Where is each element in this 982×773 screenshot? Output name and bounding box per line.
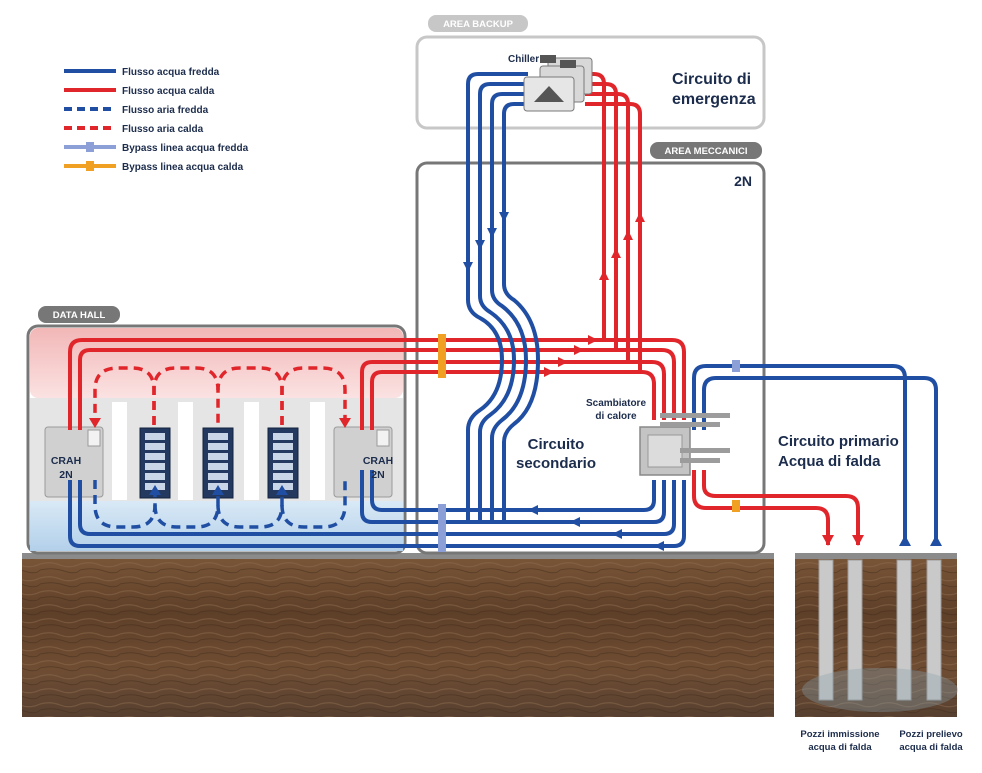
legend: Flusso acqua fredda Flusso acqua calda F… xyxy=(64,67,249,173)
legend-label-cold-air: Flusso aria fredda xyxy=(122,105,209,116)
primary-hot-arrows xyxy=(822,535,864,546)
heat-exchanger-label-line2: di calore xyxy=(595,411,637,422)
hot-water-riser-arrows xyxy=(599,212,645,280)
area-backup-label: AREA BACKUP xyxy=(443,19,514,30)
wells-extraction-label-line1: Pozzi prelievo xyxy=(899,729,963,740)
primary-circuit-label-line2: Acqua di falda xyxy=(778,453,881,470)
emergency-circuit-label-line2: emergenza xyxy=(672,91,756,108)
cold-water-pipes-secondary xyxy=(68,470,686,548)
wells-injection-label-line2: acqua di falda xyxy=(808,742,872,753)
primary-cold-arrows xyxy=(899,535,942,546)
crah-left-label-line2: 2N xyxy=(59,469,72,481)
wells-extraction-label-line2: acqua di falda xyxy=(899,742,963,753)
crah-right-label-line2: 2N xyxy=(371,469,384,481)
hot-water-arrows xyxy=(544,335,598,377)
hot-air-flow xyxy=(93,366,347,425)
heat-exchanger-label-line1: Scambiatore xyxy=(586,398,646,409)
chiller-unit xyxy=(523,55,593,112)
heat-exchanger xyxy=(639,413,730,476)
primary-cold-pipes xyxy=(692,364,938,545)
primary-circuit-label-line1: Circuito primario xyxy=(778,433,899,450)
legend-label-bypass-cold: Bypass linea acqua fredda xyxy=(122,143,249,154)
legend-label-cold-water: Flusso acqua fredda xyxy=(122,67,220,78)
crah-right-label-line1: CRAH xyxy=(363,455,393,467)
wells-injection-label-line1: Pozzi immissione xyxy=(800,729,879,740)
secondary-circuit-label-line1: Circuito xyxy=(528,436,585,453)
hot-air-arrows xyxy=(89,418,351,428)
wells xyxy=(802,559,958,712)
hot-water-pipes-chiller xyxy=(585,72,642,372)
crah-left-label-line1: CRAH xyxy=(51,455,81,467)
cold-water-pipes-chiller xyxy=(466,72,541,522)
chiller-label: Chiller xyxy=(508,54,539,65)
redundancy-label: 2N xyxy=(734,173,752,189)
legend-label-bypass-hot: Bypass linea acqua calda xyxy=(122,162,244,173)
cold-water-chiller-arrows xyxy=(463,212,509,272)
area-meccanici-label: AREA MECCANICI xyxy=(664,146,747,157)
bypass-cold-markers xyxy=(438,360,740,552)
legend-label-hot-water: Flusso acqua calda xyxy=(122,86,215,97)
emergency-circuit-label-line1: Circuito di xyxy=(672,71,751,88)
cold-air-arrows xyxy=(149,485,288,495)
cold-air-flow xyxy=(93,480,347,529)
bypass-hot-markers xyxy=(438,334,740,512)
crah-unit-left xyxy=(44,426,104,498)
cold-water-return-arrows xyxy=(528,505,664,551)
area-data-hall-label: DATA HALL xyxy=(53,310,106,321)
legend-label-hot-air: Flusso aria calda xyxy=(122,124,204,135)
secondary-circuit-label-line2: secondario xyxy=(516,455,596,472)
primary-hot-pipes xyxy=(692,470,860,545)
